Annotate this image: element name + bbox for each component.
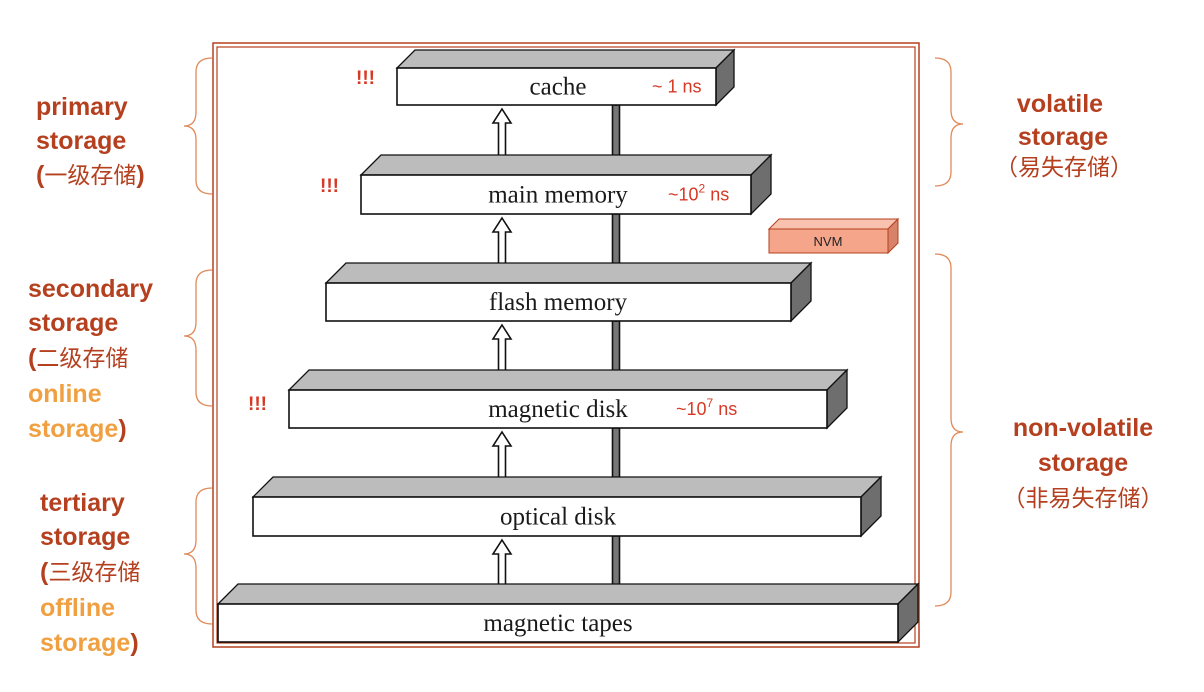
emphasis-mark: !!! [248,394,267,415]
level-front-face [396,67,717,106]
svg-text:(三级存储: (三级存储 [40,558,140,586]
level-label: magnetic tapes [483,610,632,637]
svg-text:non-volatile: non-volatile [1013,414,1153,442]
svg-text:secondary: secondary [28,275,153,303]
nvm-box: NVM [767,217,900,255]
svg-text:storage: storage [1018,123,1108,151]
svg-text:（易失存储）: （易失存储） [995,155,1133,181]
svg-text:online: online [28,380,102,408]
level-front-face [252,496,862,537]
levels-layer: cache ~ 1 ns!!! main memory ~102 ns!!! flash… [216,48,920,644]
level-top-face [324,262,813,284]
volatile-storage-label: volatile storage （易失存储） [995,90,1133,181]
level-label: main memory [488,182,628,209]
primary-brace [183,57,213,195]
svg-text:storage: storage [40,523,130,551]
access-time-label: ~107 ns [676,396,737,419]
level-flash-memory: flash memory [324,261,813,323]
nvm-label: NVM [814,234,843,249]
nonvolatile-storage-label: non-volatile storage （非易失存储） [1003,414,1164,512]
diagram-frame-inner [216,46,916,644]
level-top-face [251,476,883,498]
level-front-face [325,282,792,322]
level-top-face [359,154,773,176]
svg-text:storage): storage) [28,415,127,443]
level-magnetic-disk: magnetic disk ~107 ns!!! [248,368,849,430]
level-top-face [216,583,920,605]
secondary-brace [183,269,213,407]
level-magnetic-tapes: magnetic tapes [216,582,920,644]
level-cache: cache ~ 1 ns!!! [356,48,736,107]
primary-storage-label: primary storage (一级存储) [36,93,145,189]
svg-text:primary: primary [36,93,128,121]
level-optical-disk: optical disk [251,475,883,538]
secondary-storage-label: secondary storage (二级存储 online storage) [28,275,153,443]
level-top-face [395,49,736,69]
level-label: magnetic disk [488,396,628,423]
level-label: optical disk [500,504,616,531]
svg-text:offline: offline [40,594,115,622]
svg-text:storage): storage) [40,629,139,657]
level-front-face [217,603,899,643]
svg-text:storage: storage [36,127,126,155]
tertiary-brace [183,487,213,625]
tertiary-storage-label: tertiary storage (三级存储 offline storage) [40,489,140,657]
emphasis-mark: !!! [356,68,375,89]
nonvolatile-brace [934,253,964,607]
volatile-brace [934,57,964,187]
level-top-face [287,369,849,391]
level-main-memory: main memory ~102 ns!!! [320,153,773,216]
svg-text:tertiary: tertiary [40,489,125,517]
access-time-label: ~102 ns [668,182,729,205]
level-front-face [288,389,828,429]
level-label: flash memory [489,289,628,316]
access-time-label: ~ 1 ns [652,77,702,97]
emphasis-mark: !!! [320,176,339,197]
svg-text:(二级存储: (二级存储 [28,344,128,372]
svg-text:storage: storage [1038,449,1128,477]
svg-text:(一级存储): (一级存储) [36,161,145,189]
diagram-frame-outer [212,42,920,648]
level-label: cache [530,74,587,101]
svg-text:storage: storage [28,309,118,337]
level-front-face [360,174,752,215]
svg-text:volatile: volatile [1017,90,1103,118]
svg-text:（非易失存储）: （非易失存储） [1003,486,1164,512]
